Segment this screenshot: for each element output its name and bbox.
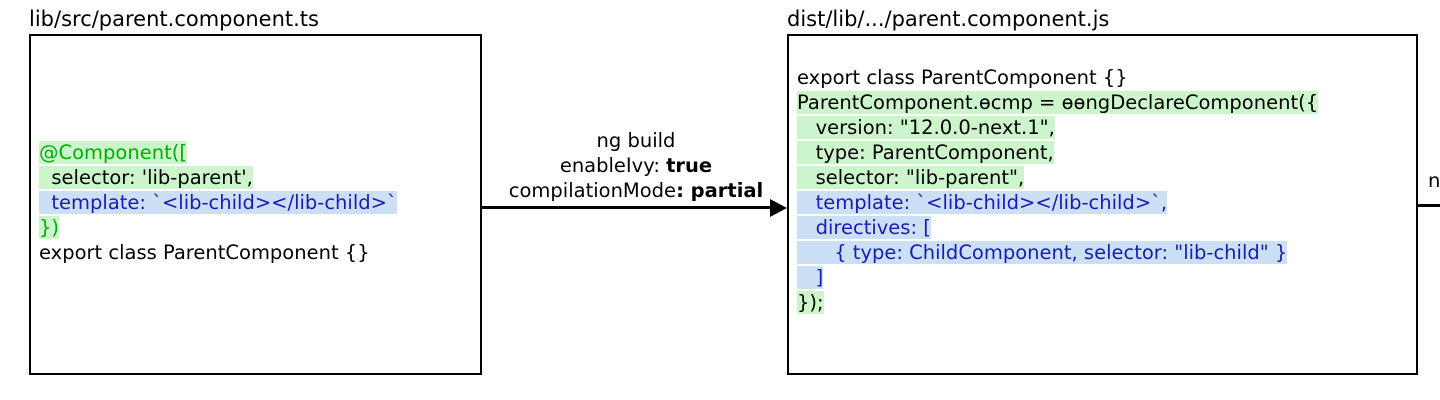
code-line: }) [39,215,397,240]
code-segment: { type: ChildComponent, selector: "lib-c… [797,241,1288,264]
code-segment: @Component([ [39,141,187,164]
arrow-label-line-2-value: true [666,154,713,177]
next-arrow-label-fragment: n [1428,169,1440,192]
arrow-label-line-3-value: : partial [676,179,764,202]
code-segment: ParentComponent.ɵcmp = ɵɵngDeclareCompon… [797,91,1319,114]
left-code-content: @Component([ selector: 'lib-parent', tem… [39,140,397,265]
arrow-label-line-3: compilationMode: partial [500,178,772,203]
code-segment: export class ParentComponent {} [797,66,1128,89]
code-line: ] [797,265,1318,290]
arrow-label-line-1: ng build [596,129,676,152]
code-line: export class ParentComponent {} [797,65,1318,90]
code-segment: version: "12.0.0-next.1", [797,116,1055,139]
code-segment: directives: [ [797,216,931,239]
code-line: ParentComponent.ɵcmp = ɵɵngDeclareCompon… [797,90,1319,115]
right-code-content: export class ParentComponent {}ParentCom… [797,65,1319,315]
code-line: directives: [ [797,215,1318,240]
arrow-head-icon [770,198,787,217]
code-line: template: `<lib-child></lib-child>`, [797,190,1318,215]
arrow-label-line-2-key: enableIvy: [559,154,667,177]
code-segment: ] [797,266,824,289]
code-segment: template: `<lib-child></lib-child>` [39,191,397,214]
code-line: template: `<lib-child></lib-child>` [39,190,397,215]
code-segment: selector: "lib-parent", [797,166,1025,189]
code-line: version: "12.0.0-next.1", [797,115,1318,140]
right-code-box: export class ParentComponent {}ParentCom… [787,34,1418,375]
next-arrow-shaft-fragment [1418,204,1440,207]
code-segment: }); [797,291,824,314]
code-segment: type: ParentComponent, [797,141,1054,164]
code-segment: selector: 'lib-parent', [39,166,253,189]
arrow-label-line-2: enableIvy: true [500,153,772,178]
left-code-box: @Component([ selector: 'lib-parent', tem… [29,34,482,375]
code-line: selector: 'lib-parent', [39,165,397,190]
code-segment: export class ParentComponent {} [39,241,370,264]
right-panel-title: dist/lib/.../parent.component.js [787,7,1110,31]
code-segment: }) [39,216,60,239]
arrow-shaft [482,206,770,209]
arrow-label: ng build enableIvy: true compilationMode… [500,128,772,203]
code-line: }); [797,290,1318,315]
left-panel-title: lib/src/parent.component.ts [29,7,319,31]
arrow-label-line-3-key: compilationMode [508,179,677,202]
code-line: { type: ChildComponent, selector: "lib-c… [797,240,1318,265]
code-line: type: ParentComponent, [797,140,1318,165]
code-line: export class ParentComponent {} [39,240,397,265]
code-line: selector: "lib-parent", [797,165,1318,190]
code-segment: template: `<lib-child></lib-child>`, [797,191,1168,214]
code-line: @Component([ [39,140,397,165]
